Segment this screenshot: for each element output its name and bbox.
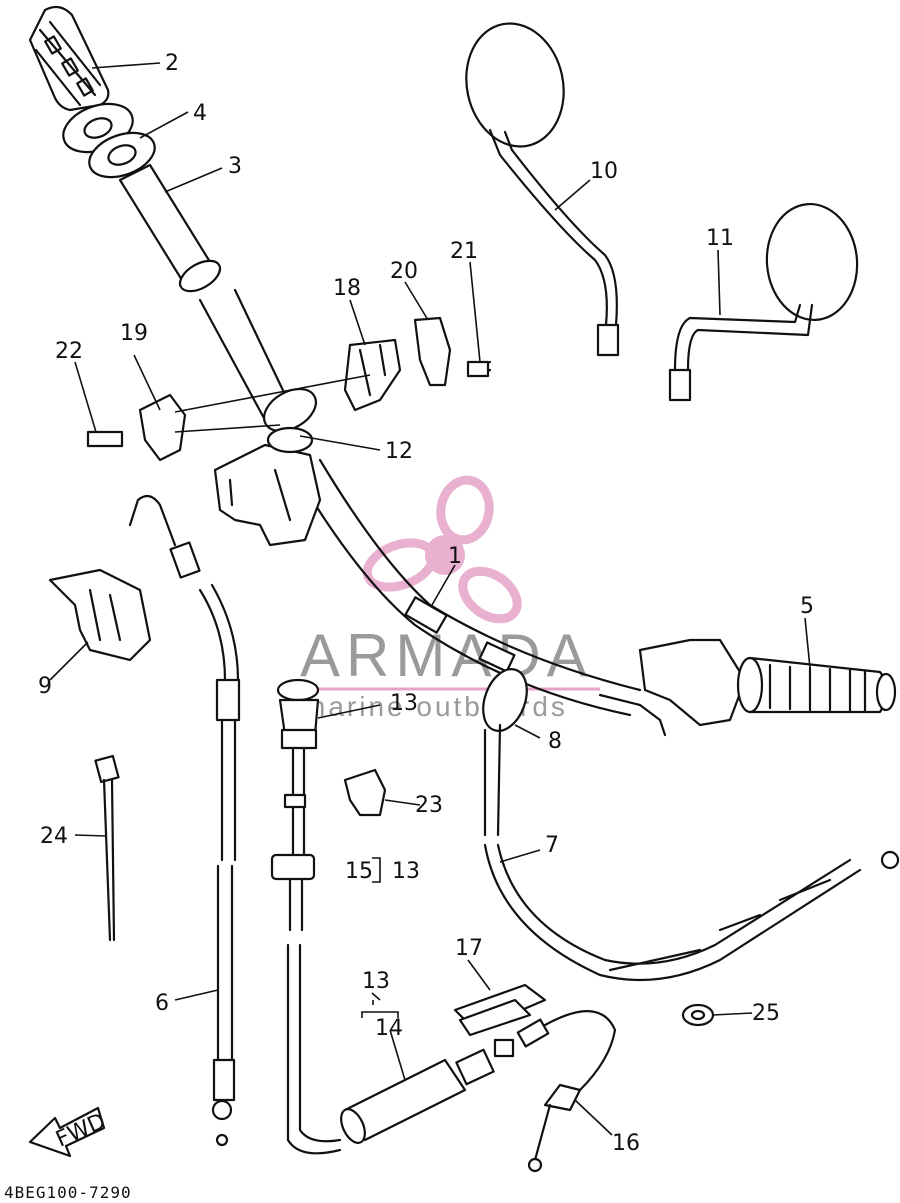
callout-16: 16 — [612, 1131, 640, 1156]
left-grip-assembly — [28, 5, 222, 293]
callout-labels: 1 2 3 4 5 6 7 8 9 10 11 12 13 13 13 14 1… — [38, 51, 814, 1156]
callout-15: 15 — [345, 859, 373, 884]
callout-10: 10 — [590, 159, 618, 184]
left-switch-housing — [213, 387, 322, 547]
watermark-tagline: marine outboards — [302, 691, 568, 722]
diagram-code: 4BEG100-7290 — [4, 1183, 132, 1202]
callout-13a: 13 — [390, 691, 418, 716]
callout-23: 23 — [415, 793, 443, 818]
throttle-grip-assembly — [598, 638, 897, 737]
callout-9: 9 — [38, 674, 52, 699]
callout-5: 5 — [800, 594, 814, 619]
callout-4: 4 — [193, 101, 207, 126]
handlebar — [198, 288, 642, 717]
cable-tie — [94, 754, 120, 942]
cable-holder — [453, 983, 547, 1037]
callout-13b: 13 — [392, 859, 420, 884]
callout-1: 1 — [448, 544, 462, 569]
left-mirror — [465, 22, 620, 357]
callout-6: 6 — [155, 991, 169, 1016]
clutch-lever-holder — [86, 316, 492, 462]
cable-clamp — [343, 768, 387, 817]
watermark-brand: ARMADA — [300, 622, 593, 689]
callout-11: 11 — [706, 226, 734, 251]
fwd-label: FWD — [52, 1109, 109, 1153]
fwd-arrow-icon: FWD — [28, 1106, 109, 1158]
callout-21: 21 — [450, 239, 478, 264]
watermark-logo-icon — [362, 475, 522, 624]
callout-12: 12 — [385, 439, 413, 464]
callout-3: 3 — [228, 154, 242, 179]
callout-2: 2 — [165, 51, 179, 76]
right-mirror — [668, 202, 859, 402]
callout-17: 17 — [455, 936, 483, 961]
clutch-cable — [128, 494, 241, 1147]
callout-7: 7 — [545, 833, 559, 858]
choke-cable — [270, 678, 342, 1155]
callout-22: 22 — [55, 339, 83, 364]
callout-19: 19 — [120, 321, 148, 346]
callout-18: 18 — [333, 276, 361, 301]
callout-24: 24 — [40, 824, 68, 849]
throttle-cable — [482, 668, 900, 982]
clip-25 — [681, 1003, 715, 1027]
choke-lead — [516, 1010, 617, 1173]
callout-8: 8 — [548, 729, 562, 754]
callout-25: 25 — [752, 1001, 780, 1026]
callout-13c: 13 — [362, 969, 390, 994]
callout-20: 20 — [390, 259, 418, 284]
clutch-switch — [48, 568, 152, 662]
callout-14: 14 — [375, 1016, 403, 1041]
leader-lines — [49, 62, 811, 1136]
starter-cable-body — [340, 1038, 515, 1144]
